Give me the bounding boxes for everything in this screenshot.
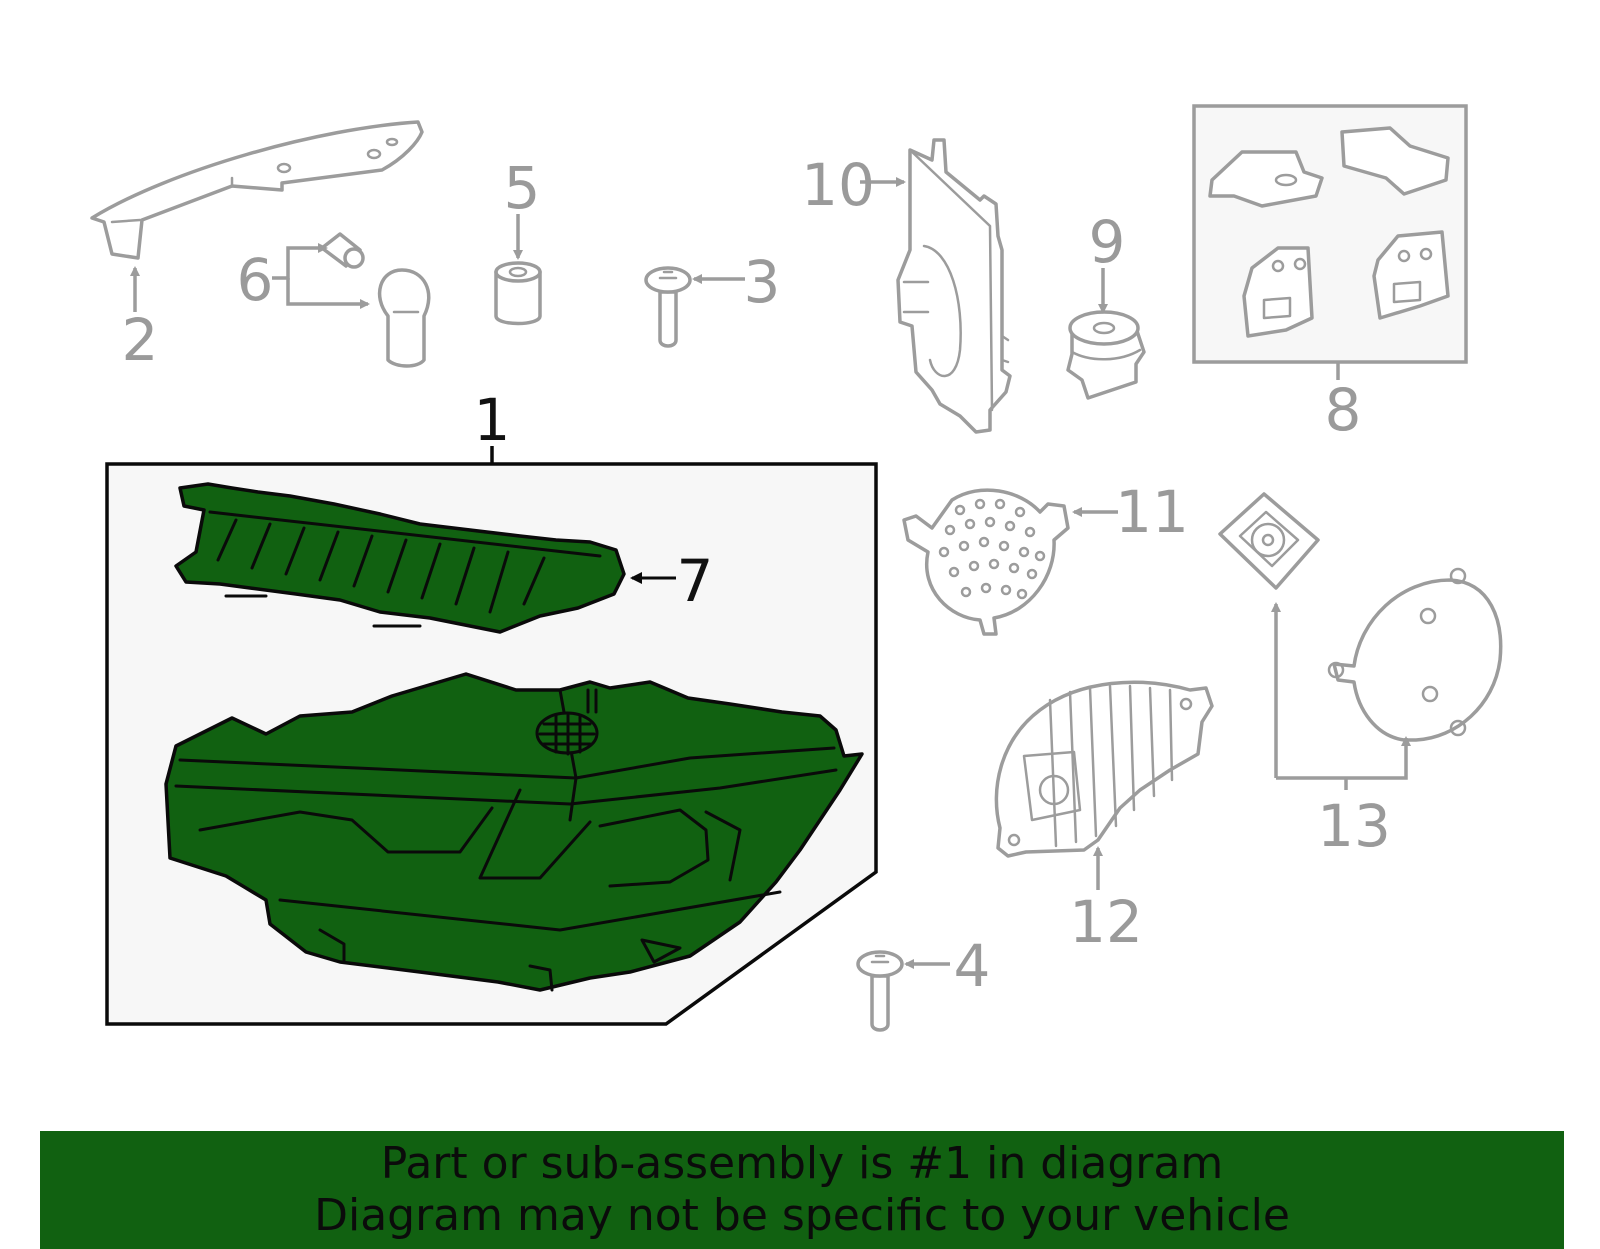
part-2-trim-strip[interactable] [90, 120, 424, 260]
part-11-cover-cap[interactable] [902, 488, 1070, 636]
callout-12: 12 [1069, 888, 1143, 956]
part-7-upper-housing[interactable] [174, 482, 626, 634]
part-13-fan-and-cover[interactable] [1218, 492, 1503, 742]
callout-9: 9 [1089, 208, 1126, 276]
disclaimer-banner: Part or sub-assembly is #1 in diagram Di… [40, 1131, 1564, 1249]
banner-line-1: Part or sub-assembly is #1 in diagram [380, 1138, 1224, 1189]
callout-10: 10 [801, 151, 875, 219]
callout-13: 13 [1317, 792, 1391, 860]
part-9-actuator[interactable] [1066, 310, 1146, 400]
banner-line-2: Diagram may not be specific to your vehi… [314, 1190, 1290, 1241]
part-1-headlamp-assembly[interactable]: 7 [105, 462, 878, 1026]
headlamp-body[interactable] [164, 672, 864, 992]
callout-3: 3 [744, 248, 781, 316]
leader-6a [272, 243, 328, 280]
part-3-screw[interactable] [644, 266, 692, 348]
part-8-bracket-kit[interactable] [1192, 104, 1468, 364]
callout-5: 5 [504, 154, 541, 222]
leader-13b [1276, 736, 1411, 780]
part-4-screw[interactable] [856, 950, 904, 1032]
part-12-heat-sink[interactable] [994, 680, 1214, 858]
callout-4: 4 [954, 932, 991, 1000]
callout-7: 7 [677, 547, 714, 615]
callout-11: 11 [1115, 478, 1189, 546]
callout-2: 2 [122, 306, 159, 374]
part-5-sleeve[interactable] [494, 261, 542, 326]
callout-6: 6 [237, 246, 274, 314]
callout-1: 1 [474, 386, 511, 454]
leader-6b [286, 278, 370, 309]
part-10-control-module[interactable] [896, 138, 1012, 434]
part-6-bulbs[interactable] [320, 232, 431, 368]
callout-8: 8 [1325, 376, 1362, 444]
